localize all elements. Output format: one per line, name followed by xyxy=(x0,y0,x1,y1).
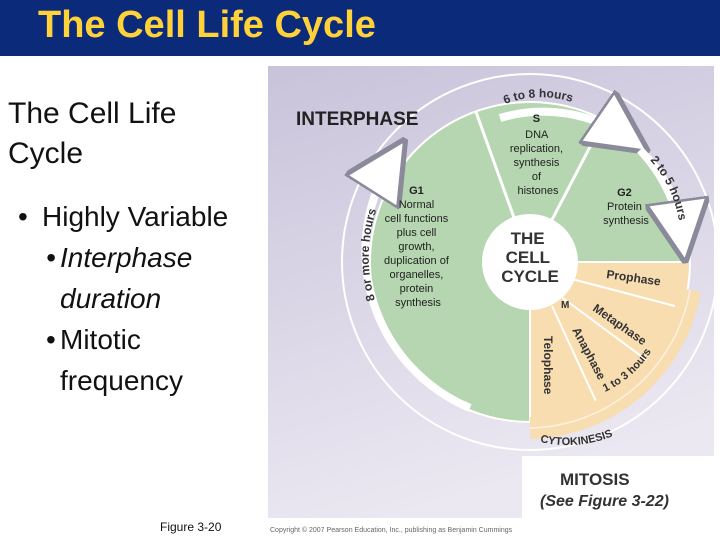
center-circle xyxy=(482,214,578,310)
arrow-g2 xyxy=(637,147,682,238)
bullet-highly-variable: Highly Variable xyxy=(18,196,268,237)
s-line-4: of xyxy=(532,171,542,183)
arrow-g1 xyxy=(366,160,472,412)
g1-line-6: organelles, xyxy=(390,269,444,281)
mitosis-label: MITOSIS xyxy=(560,470,630,489)
g1-title: G1 xyxy=(409,185,424,197)
g1-line-7: protein xyxy=(400,283,434,295)
g2-line-2: synthesis xyxy=(603,215,649,227)
g1-line-8: synthesis xyxy=(395,297,441,309)
mitosis-reference: (See Figure 3-22) xyxy=(540,493,669,510)
arrow-s xyxy=(498,112,628,138)
g2-title: G2 xyxy=(617,187,632,199)
divider-anaphase xyxy=(551,305,601,411)
g1-line-4: growth, xyxy=(398,241,434,253)
bullet-interphase-duration: Interphase duration xyxy=(18,237,268,319)
title-bar: The Cell Life Cycle xyxy=(0,0,720,56)
g1-line-5: duplication of xyxy=(384,255,450,267)
center-line-2: CELL xyxy=(506,248,550,267)
telophase-label: Telophase xyxy=(541,336,555,395)
g1-line-1: Normal xyxy=(399,199,434,211)
copyright-text: Copyright © 2007 Pearson Education, Inc.… xyxy=(270,527,513,534)
left-heading: The Cell Life Cycle xyxy=(8,97,177,170)
outer-ring xyxy=(341,73,719,451)
interphase-label: INTERPHASE xyxy=(296,109,418,130)
s-title: S xyxy=(533,113,540,125)
center-line-3: CYCLE xyxy=(501,267,559,286)
slide-title: The Cell Life Cycle xyxy=(38,4,376,46)
figure-caption: Figure 3-20 xyxy=(160,520,222,534)
g1-line-2: cell functions xyxy=(385,213,449,225)
center-line-1: THE xyxy=(511,229,545,248)
s-line-2: replication, xyxy=(510,143,563,155)
divider-metaphase xyxy=(559,295,661,371)
center-label: THE CELL CYCLE xyxy=(501,229,559,286)
s-line-3: synthesis xyxy=(514,157,560,169)
bullet-mitotic-frequency: Mitotic frequency xyxy=(18,319,268,401)
g1-phase-text: G1 Normal cell functions plus cell growt… xyxy=(384,185,452,309)
g2-line-1: Protein xyxy=(607,201,642,213)
divider-prophase xyxy=(567,277,691,311)
bullet-list: Highly Variable Interphase duration Mito… xyxy=(18,196,268,401)
s-phase-text: S DNA replication, synthesis of histones xyxy=(510,113,566,197)
s-line-5: histones xyxy=(518,185,559,197)
g2-phase-text: G2 Protein synthesis xyxy=(603,187,649,227)
m-label: M xyxy=(561,300,569,311)
mitosis-box xyxy=(522,456,714,518)
s-line-1: DNA xyxy=(525,129,549,141)
g1-line-3: plus cell xyxy=(397,227,437,239)
